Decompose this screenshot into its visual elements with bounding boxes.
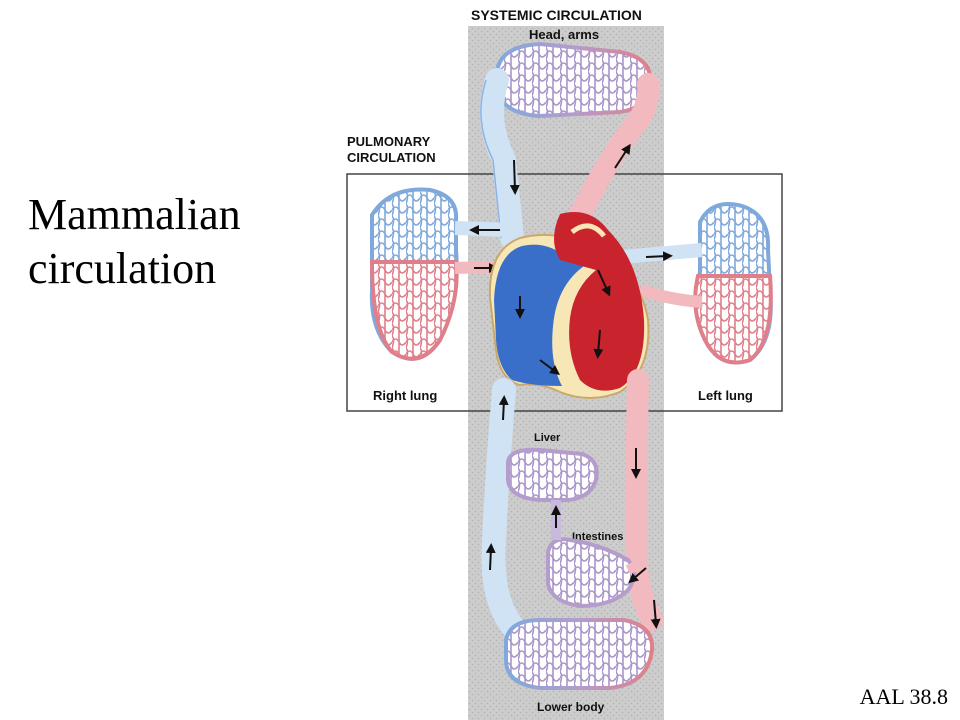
liver-label: Liver — [534, 432, 561, 444]
superior-vena-cava — [479, 68, 524, 250]
slide-title: Mammalian circulation — [28, 190, 241, 293]
aorta-to-head — [569, 73, 660, 226]
lower-body-capillary-bed — [504, 618, 655, 690]
intestines-label: Intestines — [572, 531, 623, 543]
head-arms-label: Head, arms — [529, 27, 599, 42]
right-lung-label: Right lung — [373, 388, 437, 403]
right-heart-chambers — [494, 244, 590, 386]
left-lung-label: Left lung — [698, 388, 753, 403]
descending-aorta — [624, 369, 663, 631]
source-reference: AAL 38.8 — [859, 684, 948, 709]
left-heart-chambers — [554, 212, 645, 391]
pulmonary-box — [346, 173, 783, 412]
head-arms-capillary-bed — [495, 41, 653, 119]
pulmonary-label-line2: CIRCULATION — [347, 150, 436, 165]
inferior-vena-cava — [481, 378, 526, 640]
lower-body-label: Lower body — [537, 700, 605, 714]
heart — [488, 212, 650, 399]
liver-capillary-bed — [506, 447, 599, 502]
pulmonary-vein-left — [638, 284, 703, 308]
pulmonary-label-line1: PULMONARY — [347, 134, 431, 149]
systemic-circulation-label: SYSTEMIC CIRCULATION — [471, 7, 642, 23]
